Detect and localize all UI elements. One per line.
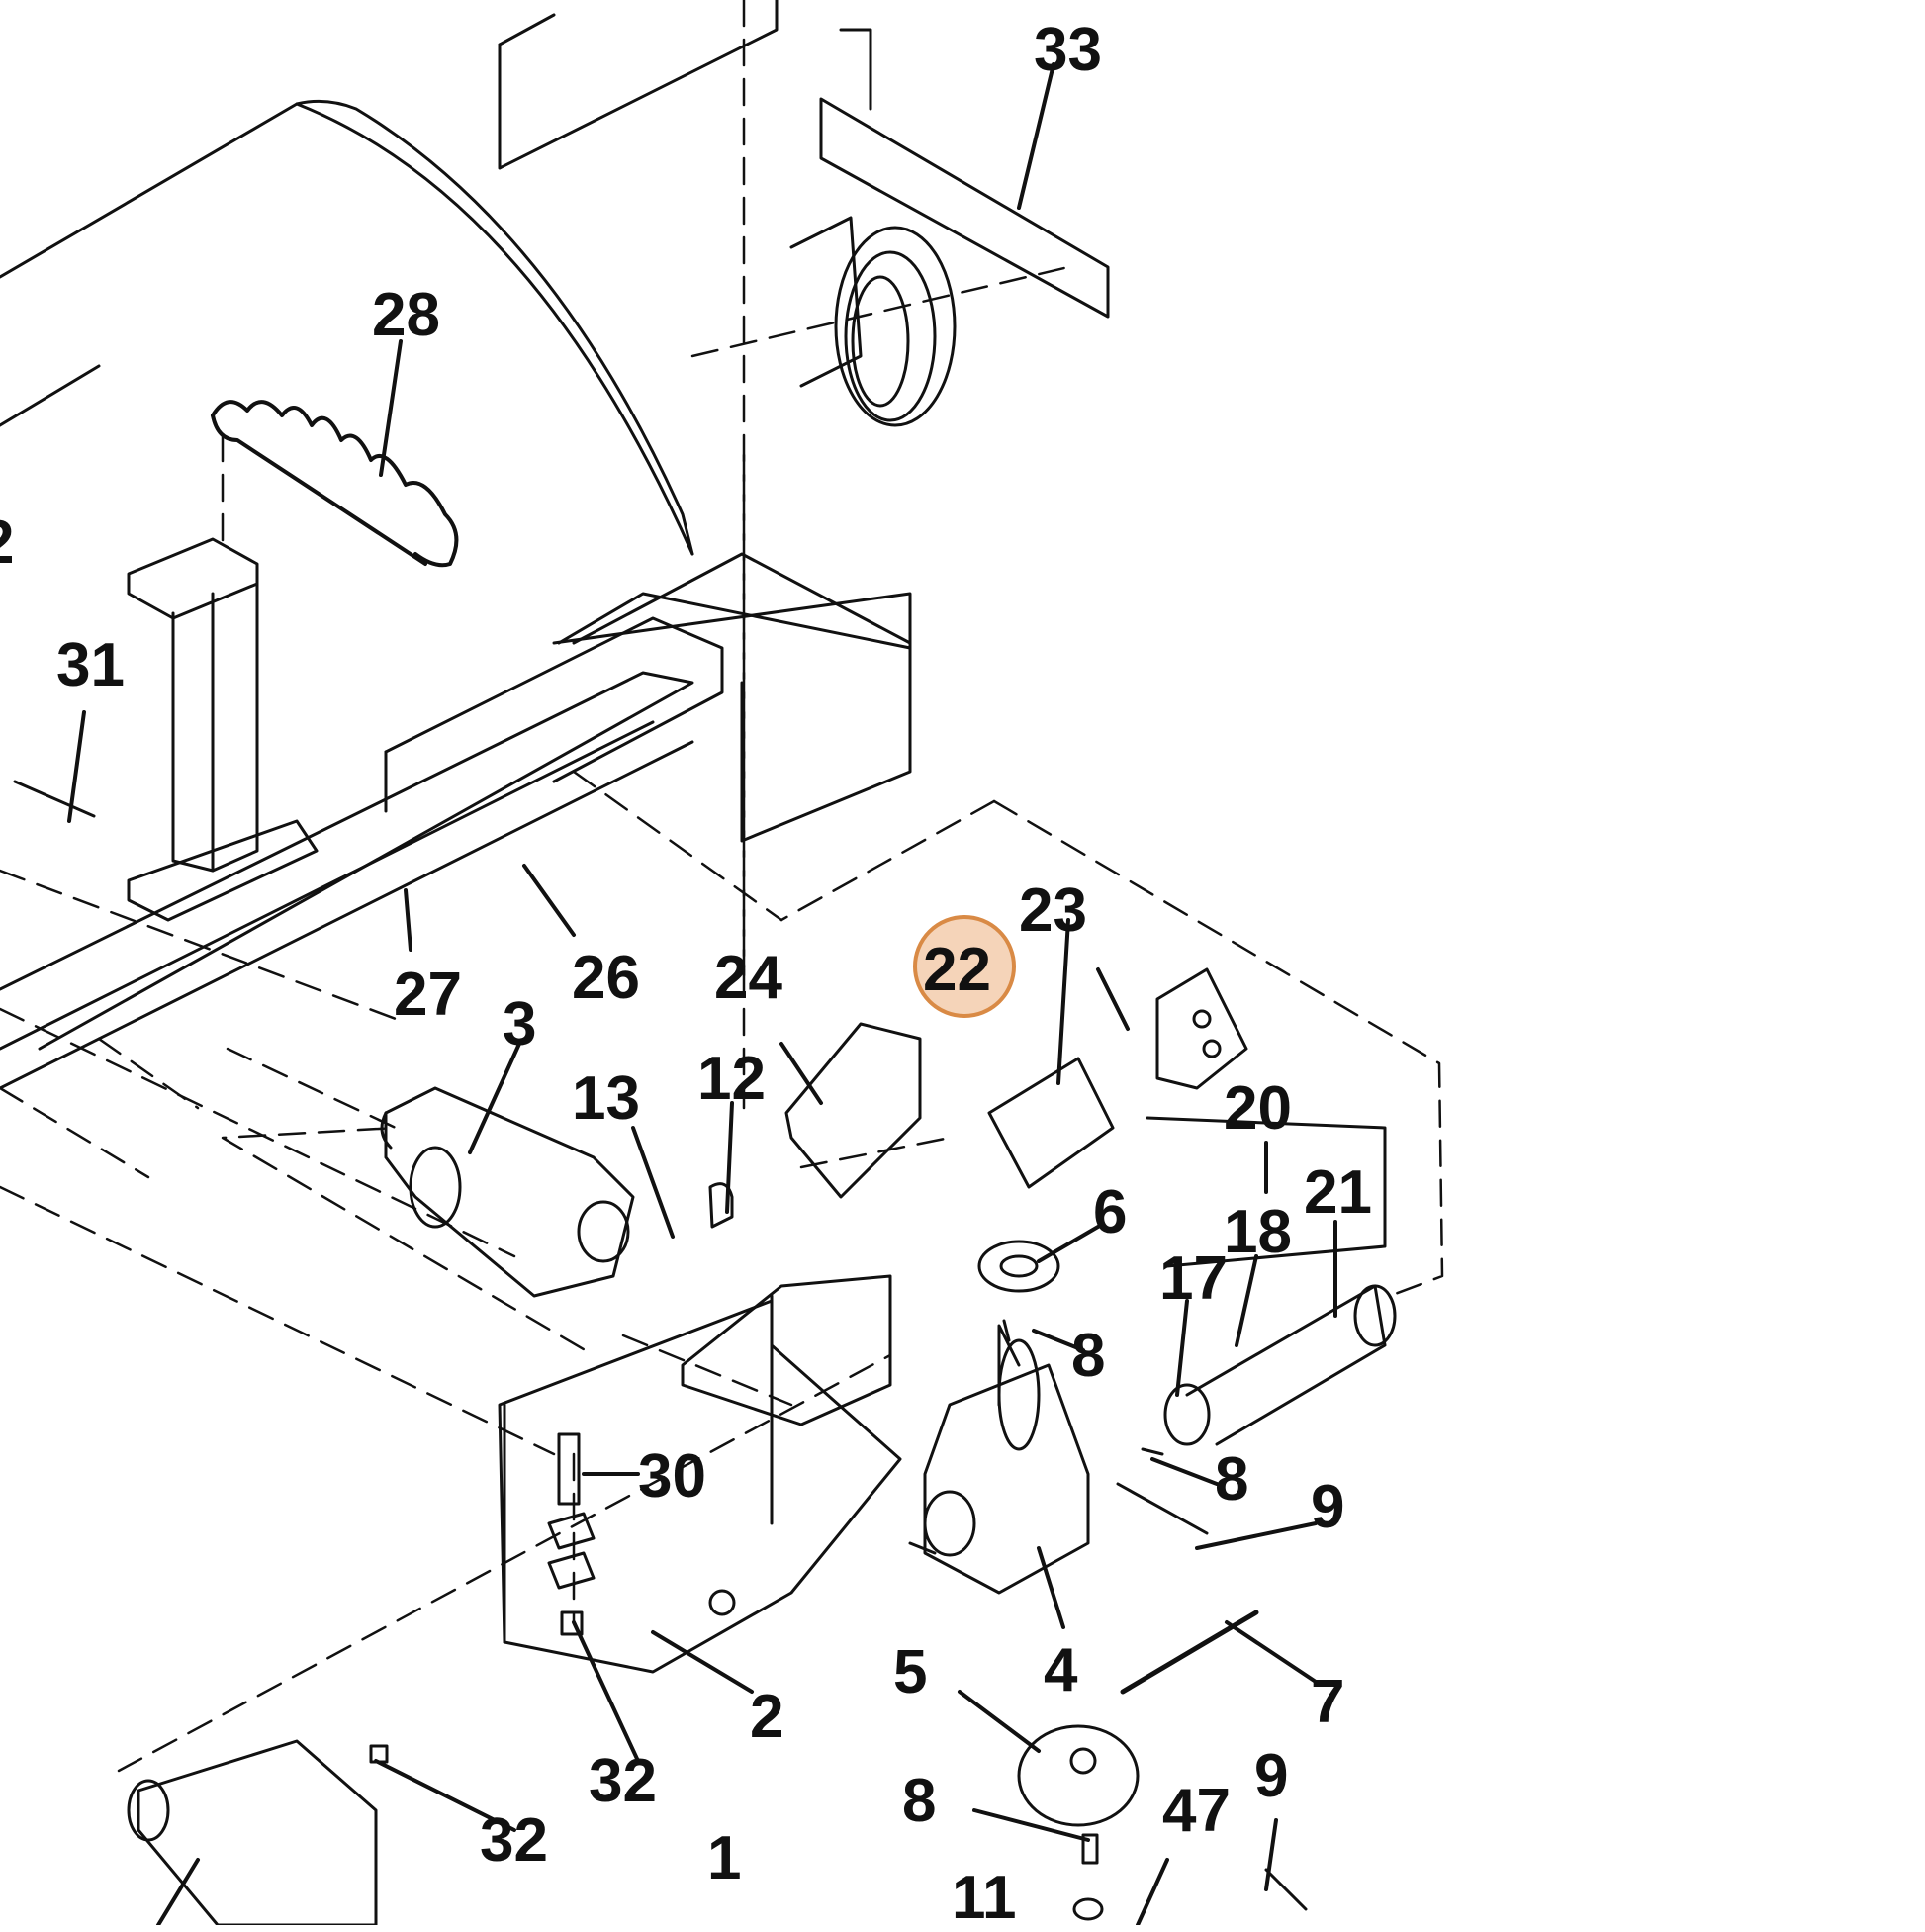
callout-47: 47 — [1162, 1777, 1231, 1845]
callout-28: 28 — [372, 281, 440, 349]
callout-6: 6 — [1093, 1178, 1128, 1246]
callout-8-b: 8 — [1215, 1445, 1249, 1514]
lower-actuator — [127, 1739, 378, 1925]
callout-11: 11 — [952, 1864, 1017, 1932]
bracket-24 — [681, 1022, 922, 1525]
callout-2: 2 — [750, 1683, 784, 1751]
caster-wheel — [789, 28, 1110, 427]
callout-13: 13 — [572, 1064, 640, 1133]
spring-28 — [211, 400, 459, 568]
top-housing — [498, 0, 779, 170]
callout-8-a: 8 — [1071, 1322, 1106, 1390]
stand — [127, 537, 319, 922]
frame-rails — [0, 552, 912, 1090]
callout-2-left: 2 — [0, 512, 14, 574]
leader-lines — [67, 62, 1337, 1925]
callout-12: 12 — [697, 1045, 766, 1113]
sprocket-5 — [1017, 1724, 1140, 1827]
plate-22 — [987, 1057, 1115, 1189]
callout-32-b: 32 — [480, 1806, 548, 1875]
sprocket-6 — [977, 1240, 1060, 1293]
callout-7: 7 — [1311, 1668, 1345, 1736]
callout-4: 4 — [1044, 1636, 1078, 1704]
callout-9-a: 9 — [1311, 1473, 1345, 1541]
hood-shroud — [0, 99, 694, 556]
callout-9-b: 9 — [1254, 1742, 1289, 1810]
highlight-circle — [913, 915, 1016, 1018]
bracket-23 — [1155, 967, 1248, 1090]
callout-23: 23 — [1019, 876, 1087, 945]
callout-22: 22 — [923, 936, 991, 1004]
callout-1: 1 — [707, 1824, 742, 1892]
callout-8-c: 8 — [902, 1767, 937, 1835]
callout-30: 30 — [638, 1442, 706, 1511]
shaft-coupler — [1146, 1116, 1397, 1446]
callout-32-a: 32 — [589, 1747, 657, 1815]
callout-21: 21 — [1304, 1158, 1372, 1227]
callout-31: 31 — [56, 631, 125, 699]
callout-17: 17 — [1159, 1244, 1228, 1313]
callout-18: 18 — [1224, 1198, 1292, 1266]
callout-5: 5 — [893, 1638, 928, 1706]
callout-24: 24 — [714, 944, 782, 1012]
callout-26: 26 — [572, 944, 640, 1012]
callout-33: 33 — [1034, 16, 1102, 84]
gearbox — [908, 1324, 1090, 1595]
callout-3: 3 — [503, 990, 537, 1058]
callout-20: 20 — [1224, 1074, 1292, 1143]
chain-7 — [1120, 1610, 1259, 1695]
callout-27: 27 — [394, 961, 462, 1029]
